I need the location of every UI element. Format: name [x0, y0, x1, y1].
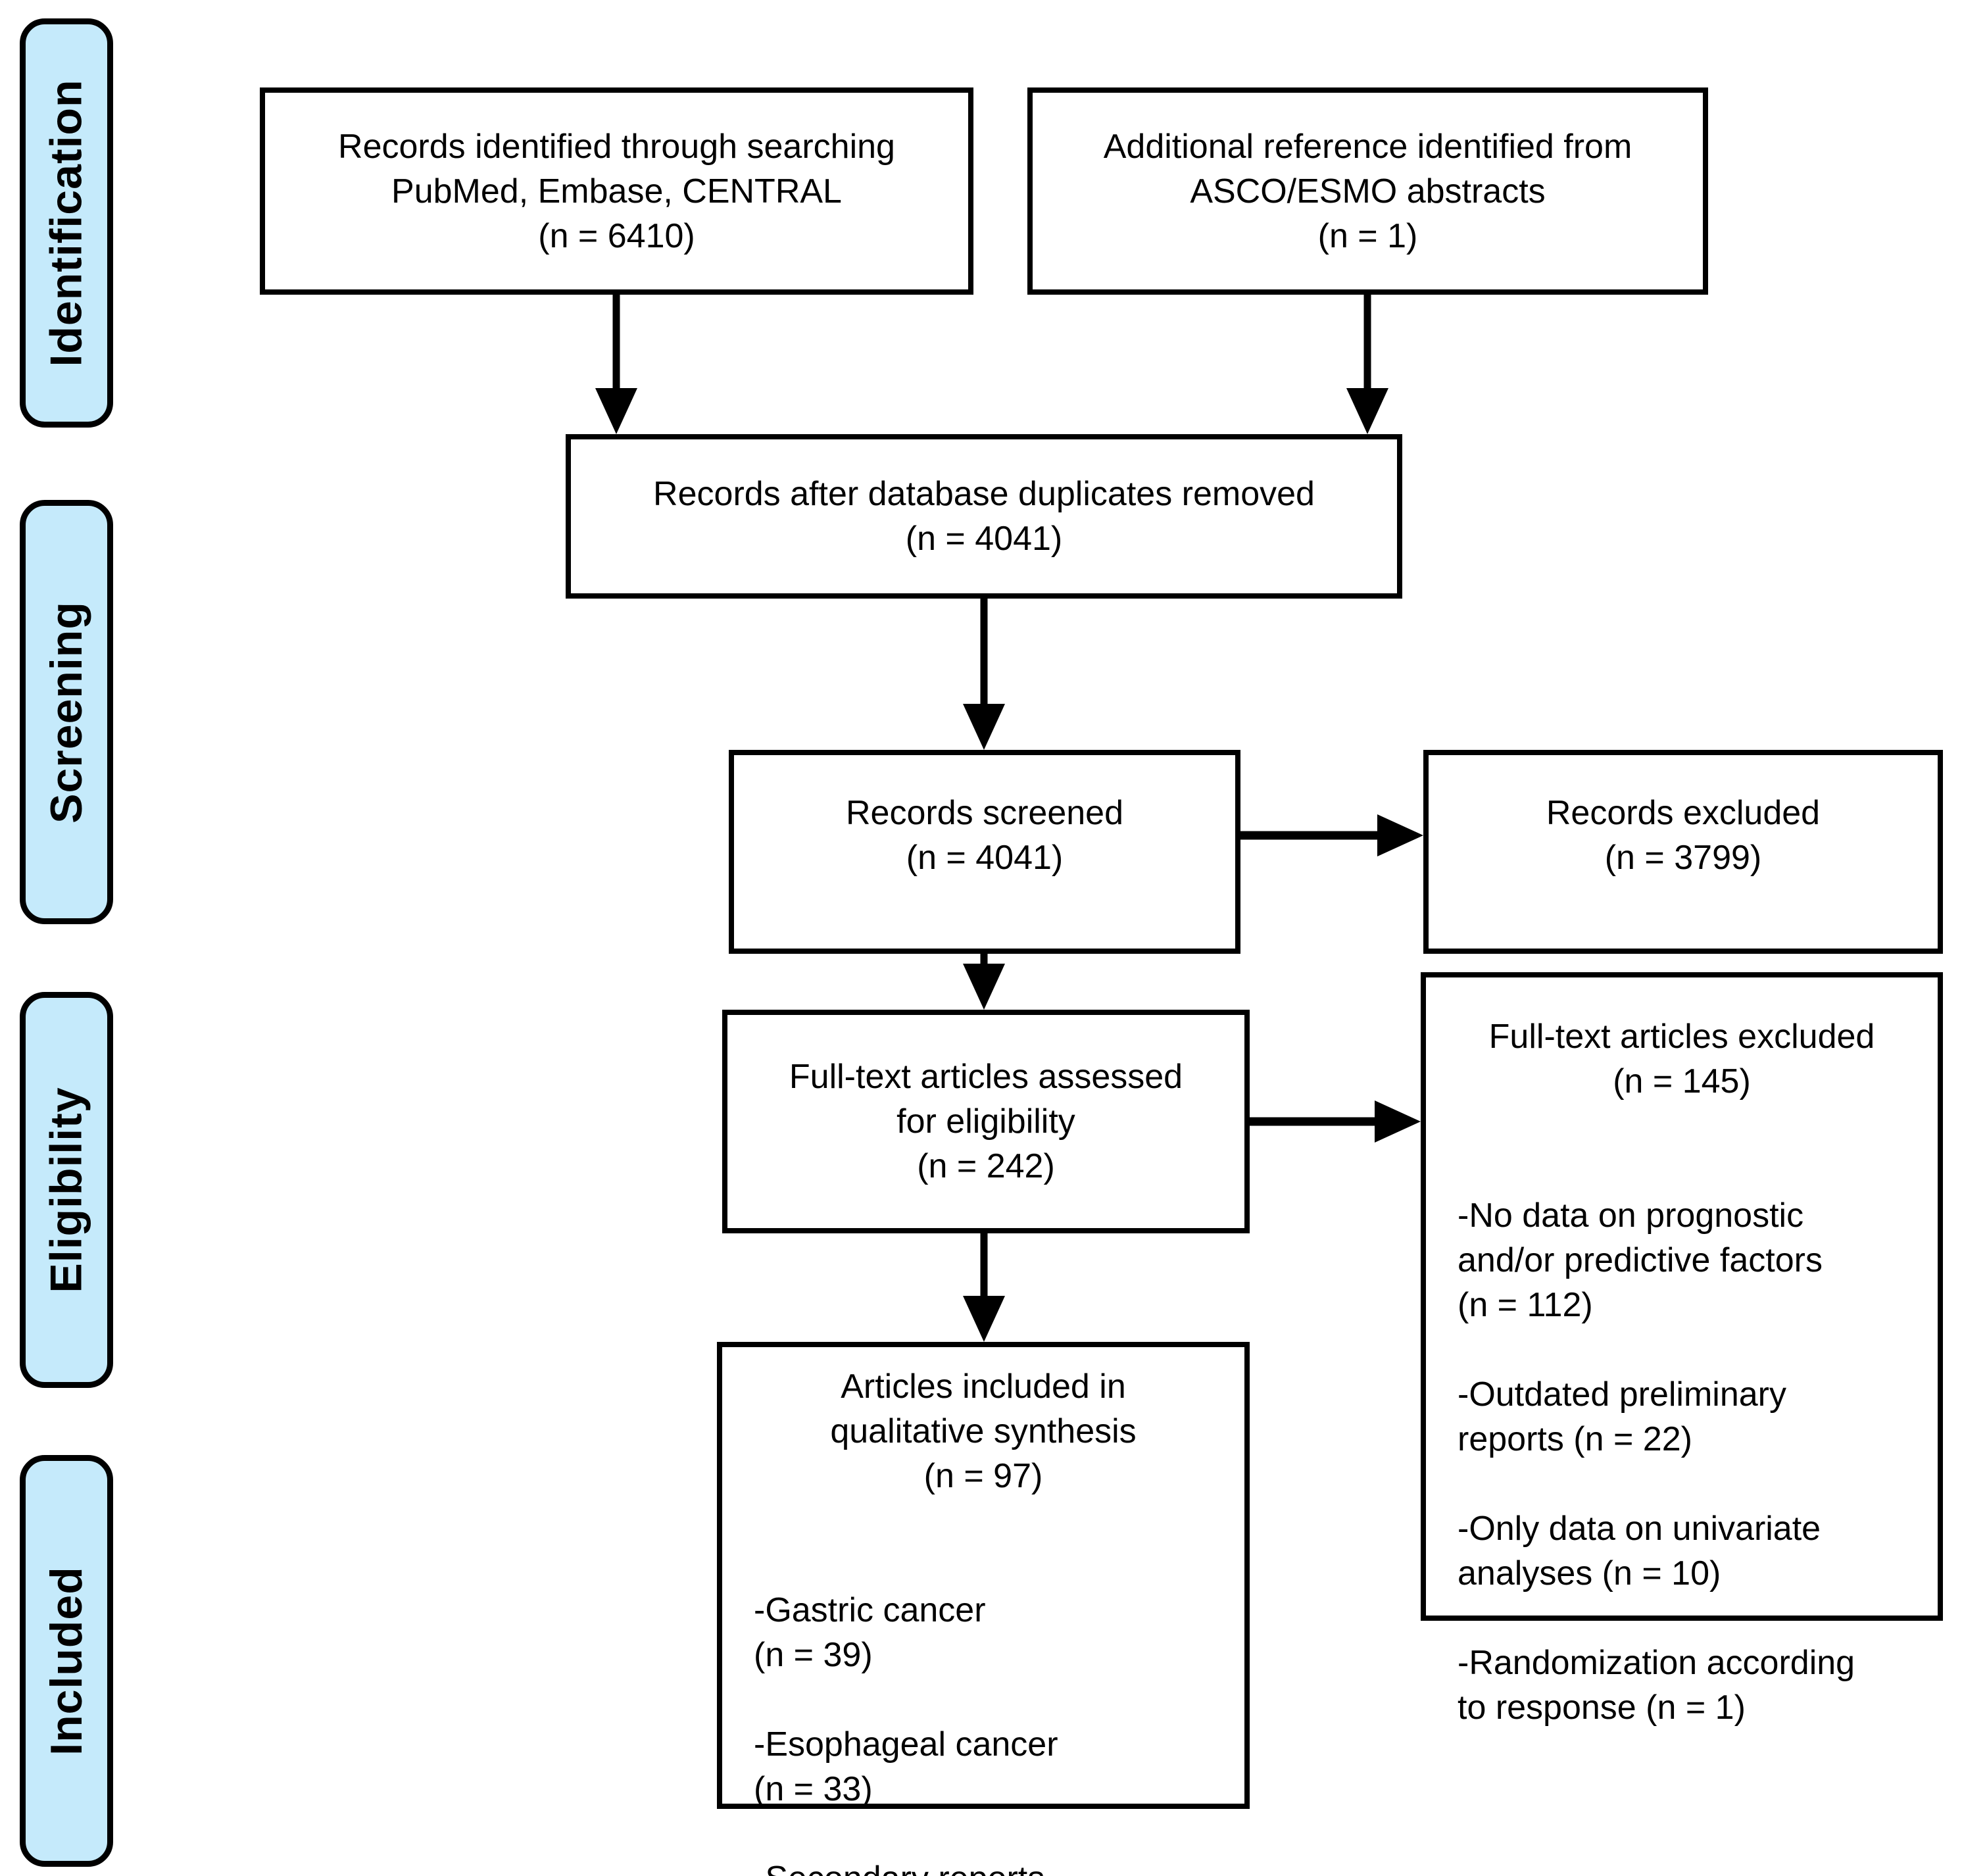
box-records-screened: Records screened (n = 4041)	[729, 750, 1240, 954]
arrow-additional-to-deduplicated	[1346, 295, 1388, 434]
stage-eligibility-label: Eligibility	[41, 1087, 91, 1293]
included-gastric: -Gastric cancer (n = 39)	[754, 1591, 986, 1674]
box-records-excluded-text: Records excluded (n = 3799)	[1546, 794, 1821, 877]
box-articles-included-title: Articles included in qualitative synthes…	[830, 1368, 1137, 1495]
stage-eligibility: Eligibility	[20, 992, 113, 1388]
fulltext-exclusion-reasons: -No data on prognostic and/or predictive…	[1426, 1148, 1938, 1775]
exclusion-reason-randomization: -Randomization according to response (n …	[1458, 1644, 1855, 1727]
box-duplicates-removed: Records after database duplicates remove…	[566, 434, 1402, 599]
box-fulltext-assessed-text: Full-text articles assessed for eligibil…	[789, 1058, 1183, 1185]
box-additional-references: Additional reference identified from ASC…	[1027, 87, 1708, 295]
included-esophageal: -Esophageal cancer (n = 33)	[754, 1725, 1058, 1808]
box-fulltext-assessed: Full-text articles assessed for eligibil…	[722, 1010, 1250, 1233]
box-records-identified: Records identified through searching Pub…	[260, 87, 973, 295]
box-records-identified-text: Records identified through searching Pub…	[338, 127, 895, 255]
included-breakdown: -Gastric cancer (n = 39) -Esophageal can…	[722, 1543, 1244, 1876]
box-articles-included: Articles included in qualitative synthes…	[717, 1342, 1250, 1876]
box-additional-references-text: Additional reference identified from ASC…	[1103, 127, 1632, 255]
stage-identification-label: Identification	[41, 79, 92, 367]
arrow-deduplicated-to-screened	[963, 599, 1005, 750]
arrow-fulltext-assessed-to-included	[963, 1233, 1005, 1342]
included-secondary: -Secondary reports (n = 25)	[754, 1856, 1229, 1876]
stage-identification: Identification	[20, 18, 113, 428]
box-fulltext-excluded: Full-text articles excluded (n = 145) -N…	[1421, 972, 1943, 1727]
stage-screening: Screening	[20, 500, 113, 924]
exclusion-reason-univariate: -Only data on univariate analyses (n = 1…	[1458, 1510, 1821, 1592]
box-fulltext-excluded-title: Full-text articles excluded (n = 145)	[1488, 1018, 1875, 1100]
arrow-fulltext-assessed-to-fulltext-excluded	[1250, 1100, 1421, 1143]
arrow-screened-to-fulltext-assessed	[963, 954, 1005, 1010]
arrow-screened-to-records-excluded	[1240, 814, 1423, 856]
arrow-identified-to-deduplicated	[595, 295, 637, 434]
box-records-screened-text: Records screened (n = 4041)	[846, 794, 1123, 877]
exclusion-reason-no-data: -No data on prognostic and/or predictive…	[1458, 1197, 1823, 1324]
exclusion-reason-outdated: -Outdated preliminary reports (n = 22)	[1458, 1375, 1786, 1458]
stage-included: Included	[20, 1455, 113, 1867]
box-records-excluded: Records excluded (n = 3799)	[1423, 750, 1943, 954]
box-duplicates-removed-text: Records after database duplicates remove…	[653, 475, 1315, 558]
stage-screening-label: Screening	[41, 601, 91, 824]
stage-included-label: Included	[41, 1566, 92, 1756]
